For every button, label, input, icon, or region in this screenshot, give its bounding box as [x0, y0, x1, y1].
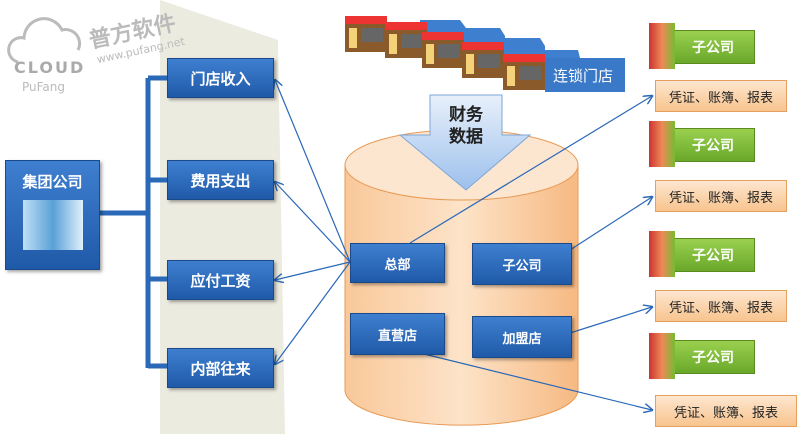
- financial-data-label: 财务数据: [449, 105, 483, 147]
- left-item-internal: 内部往来: [167, 348, 274, 388]
- logo-cloud-text: CLOUD: [14, 58, 86, 77]
- side-panel: [160, 0, 285, 434]
- db-item-subsidiary: 子公司: [472, 243, 572, 285]
- office-building-icon: [22, 200, 83, 250]
- db-item-franchise: 加盟店: [472, 316, 572, 358]
- left-item-store-income: 门店收入: [167, 58, 274, 98]
- store-icons: [345, 16, 545, 90]
- subsidiary-box: 子公司: [649, 23, 755, 69]
- group-company-box: 集团公司: [5, 160, 100, 270]
- building-icon: [649, 23, 675, 69]
- logo-cloud-icon: [7, 17, 82, 64]
- books-box: 凭证、账簿、报表: [655, 180, 787, 212]
- building-icon: [649, 121, 675, 167]
- building-icon: [649, 231, 675, 277]
- building-icon: [649, 333, 675, 379]
- books-box: 凭证、账簿、报表: [655, 395, 797, 427]
- left-item-expenses: 费用支出: [167, 160, 274, 200]
- left-item-payroll: 应付工资: [167, 260, 274, 300]
- database-cylinder: [344, 129, 579, 426]
- chain-store-label: 连锁门店: [553, 67, 614, 85]
- group-label: 集团公司: [22, 173, 83, 191]
- subsidiary-box: 子公司: [649, 231, 755, 277]
- subsidiary-box: 子公司: [649, 121, 755, 167]
- subsidiary-box: 子公司: [649, 333, 755, 379]
- db-item-direct-store: 直营店: [350, 313, 445, 355]
- logo-sub: PuFang: [22, 80, 66, 94]
- books-box: 凭证、账簿、报表: [655, 290, 787, 322]
- bracket: [100, 75, 168, 369]
- db-item-hq: 总部: [350, 243, 445, 283]
- books-box: 凭证、账簿、报表: [655, 80, 787, 112]
- down-arrow: [398, 94, 532, 191]
